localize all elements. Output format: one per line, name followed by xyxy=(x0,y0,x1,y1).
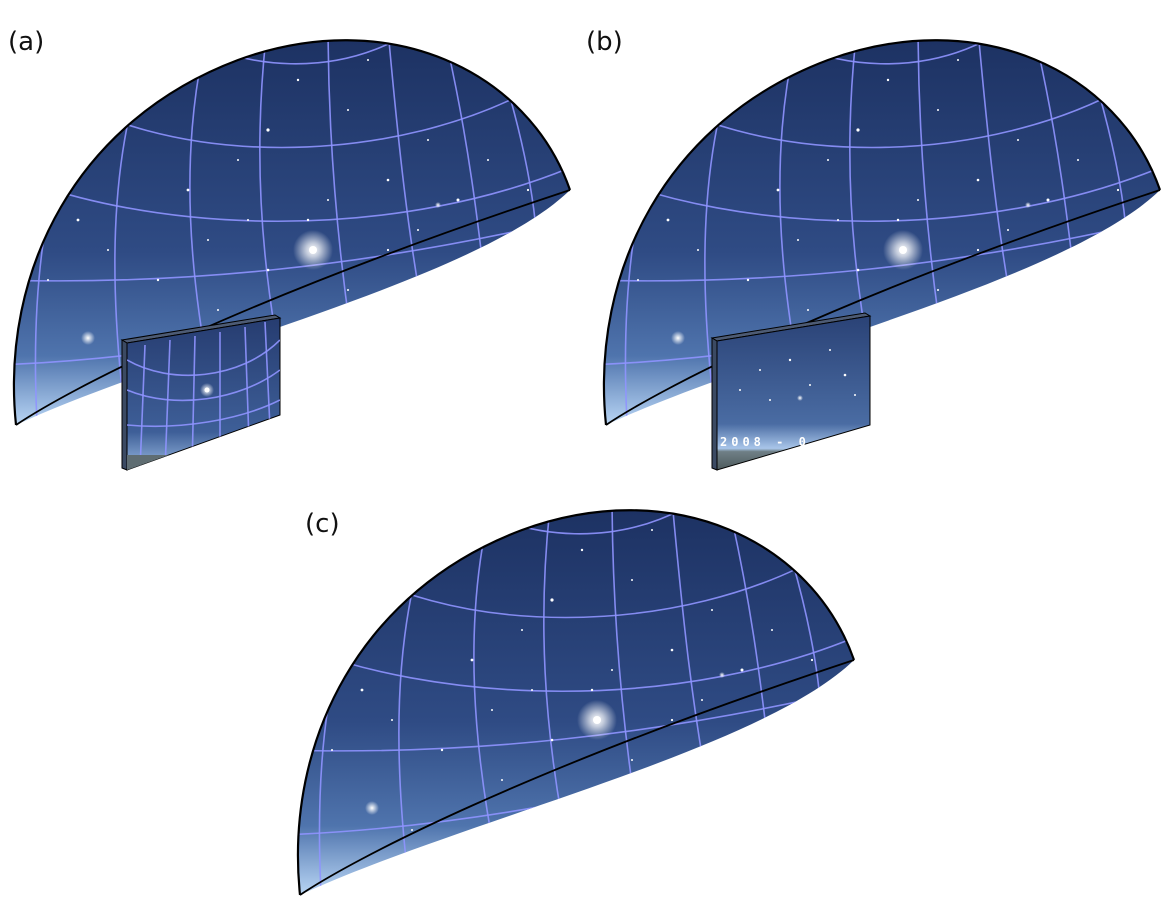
sky-dome-b xyxy=(588,0,1161,440)
panel-a-label: (a) xyxy=(8,27,44,57)
panel-b-label: (b) xyxy=(586,27,623,57)
inset-screen-b: 2008 - 0 xyxy=(710,312,872,471)
panel-b: (b) 2008 - 0 xyxy=(586,0,1161,471)
panel-a: (a) xyxy=(0,0,608,471)
sky-dome-a xyxy=(0,0,608,440)
sky-dome-c xyxy=(282,470,892,905)
inset-date-text: 2008 - 0 xyxy=(720,435,810,449)
panel-c-label: (c) xyxy=(305,509,340,539)
inset-screen-a xyxy=(120,314,282,471)
panel-c: (c) xyxy=(282,470,892,905)
